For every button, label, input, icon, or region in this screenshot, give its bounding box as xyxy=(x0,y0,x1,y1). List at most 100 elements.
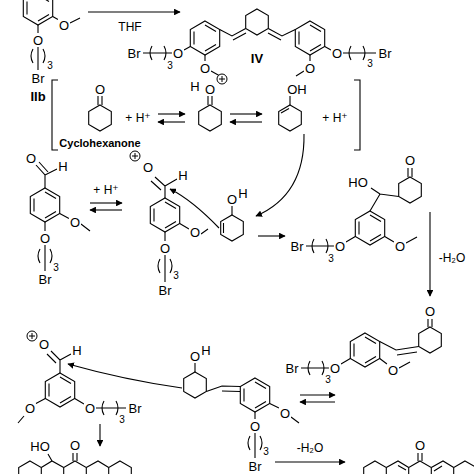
charge-symbol xyxy=(27,331,37,341)
subscript-count: 3 xyxy=(172,271,180,281)
cyclohexanone-ring xyxy=(89,105,112,131)
atom-label: H xyxy=(57,160,68,173)
subscript-count: 3 xyxy=(324,375,332,385)
atom-label: O xyxy=(414,439,426,452)
atom-label: H xyxy=(177,169,188,182)
cyclohexanone-ring xyxy=(199,105,222,131)
chain-bracket xyxy=(306,361,326,375)
atom-label: O xyxy=(204,83,216,96)
atom-label: O xyxy=(32,34,44,47)
enol-ring xyxy=(184,372,207,398)
curved-arrow xyxy=(170,189,219,228)
atom-label: O xyxy=(38,338,50,351)
atom-label: Br xyxy=(290,240,305,253)
atom-label: H xyxy=(200,344,211,357)
charge-symbol xyxy=(217,74,227,84)
bond-lines xyxy=(41,453,108,468)
atom-label: Br xyxy=(158,284,173,297)
atom-label: O xyxy=(58,19,70,32)
reagent-label: + H⁺ xyxy=(124,112,151,124)
reagent-label: + H⁺ xyxy=(92,184,119,196)
atom-label: O xyxy=(329,362,341,375)
atom-label: O xyxy=(424,305,436,318)
bond-lines xyxy=(195,363,299,458)
compound-number: IV xyxy=(250,52,264,65)
atom-label: O xyxy=(39,232,51,245)
reaction-arrow xyxy=(429,212,430,296)
equilibrium-arrow xyxy=(90,209,122,210)
benzene-ring xyxy=(240,378,269,412)
atom-label: O xyxy=(249,420,261,433)
compound-number: IIb xyxy=(29,90,46,103)
subscript-count: 3 xyxy=(262,447,270,457)
atom-label: O xyxy=(189,226,201,239)
bond-lines xyxy=(36,162,90,271)
bond-lines xyxy=(98,96,102,105)
cyclohexane-ring xyxy=(454,461,474,474)
cyclohexanone-ring xyxy=(419,327,442,353)
benzene-ring xyxy=(150,198,179,232)
subscript-count: 3 xyxy=(366,59,374,69)
atom-label: O xyxy=(189,350,201,363)
atom-label: O xyxy=(172,47,184,60)
bond-lines xyxy=(18,351,126,423)
atom-label: O xyxy=(142,161,154,174)
chain-bracket xyxy=(148,46,168,60)
atom-label: O xyxy=(25,152,37,165)
benzene-ring xyxy=(295,21,324,55)
cyclohexane-ring xyxy=(19,461,42,474)
atom-label: O xyxy=(387,364,399,377)
bond-lines xyxy=(281,96,290,113)
charge-symbol xyxy=(130,151,140,161)
atom-label: O xyxy=(394,240,406,253)
enol-ring xyxy=(221,215,244,241)
atom-label: O xyxy=(279,407,291,420)
cyclohexane-ring xyxy=(364,461,387,474)
enol-ring xyxy=(279,105,302,131)
equilibrium-arrow xyxy=(90,202,122,203)
reaction-arrow xyxy=(88,11,180,12)
benzene-ring xyxy=(355,211,384,245)
atom-label: H xyxy=(189,80,200,93)
bond-lines xyxy=(386,453,453,471)
bond-lines xyxy=(224,206,233,233)
compound-name: Cyclohexanone xyxy=(58,138,141,149)
atom-label: Br xyxy=(38,273,53,286)
cyclohexanone-ring xyxy=(409,461,432,474)
atom-label: O xyxy=(331,47,343,60)
cyclohexanone-ring xyxy=(399,177,422,203)
curved-arrow xyxy=(68,364,182,388)
bond-lines xyxy=(301,319,432,368)
atom-label: O xyxy=(226,193,238,206)
equilibrium-arrow xyxy=(230,121,262,122)
cyclohexane-ring xyxy=(109,461,132,474)
water-loss-label: -H₂O xyxy=(438,252,467,264)
atom-label: O xyxy=(199,62,211,75)
reaction-arrow xyxy=(275,461,345,462)
reaction-arrow xyxy=(99,424,100,446)
subscript-count: 3 xyxy=(52,263,60,273)
atom-label: O xyxy=(69,216,81,229)
atom-label: Br xyxy=(378,47,393,60)
water-loss-label: -H₂O xyxy=(296,442,325,454)
chain-bracket xyxy=(31,49,45,63)
subscript-count: 3 xyxy=(118,415,126,425)
atom-label: O xyxy=(94,83,106,96)
equilibrium-arrow xyxy=(300,394,335,395)
atom-label: Br xyxy=(128,402,143,415)
benzene-ring xyxy=(30,188,59,222)
equilibrium-arrow xyxy=(158,121,185,122)
chain-bracket xyxy=(100,401,120,415)
benzene-ring xyxy=(190,21,219,55)
chain-bracket xyxy=(310,239,330,253)
atom-label: O xyxy=(159,242,171,255)
chain-bracket xyxy=(347,46,367,60)
benzene-ring xyxy=(350,333,379,367)
atom-label: OH xyxy=(286,83,308,96)
chain-bracket xyxy=(158,259,172,273)
equilibrium-arrow xyxy=(158,113,185,114)
atom-label: O xyxy=(334,240,346,253)
atom-label: H xyxy=(71,344,82,357)
